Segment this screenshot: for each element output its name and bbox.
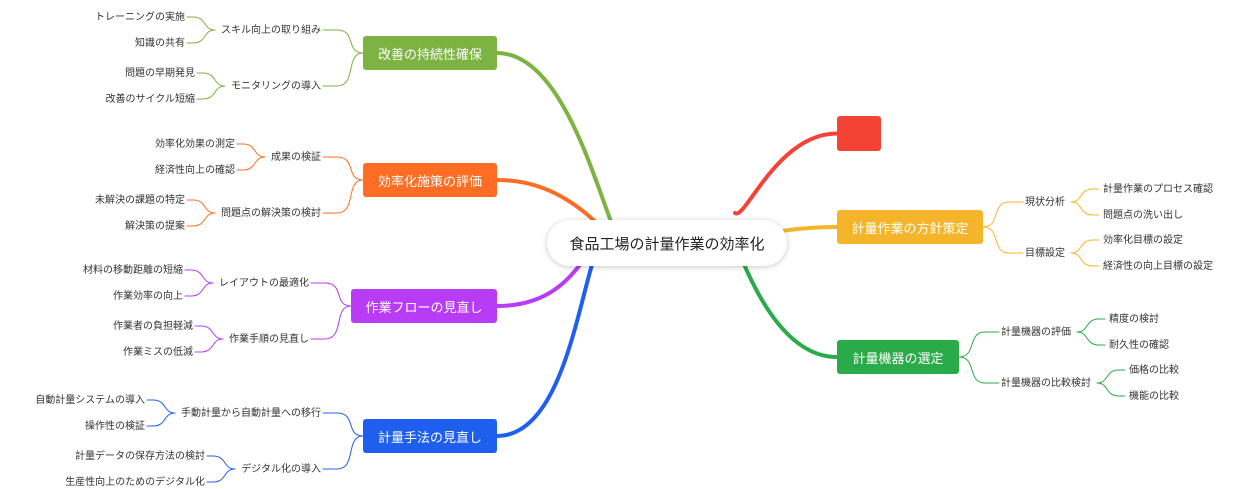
leaf-label[interactable]: 効率化目標の設定 — [1103, 235, 1183, 246]
leaf-label[interactable]: 作業ミスの低減 — [123, 347, 193, 358]
leaf-label[interactable]: 問題点の洗い出し — [1103, 210, 1183, 221]
connector-line — [495, 51, 622, 245]
connector-line — [1096, 382, 1120, 397]
leaf-label[interactable]: 価格の比較 — [1129, 365, 1179, 376]
subtopic-label[interactable]: レイアウトの最適化 — [219, 278, 309, 289]
connector-line — [1096, 369, 1120, 384]
subtopic-label[interactable]: 計量機器の評価 — [1001, 327, 1071, 338]
connector-line — [192, 199, 216, 214]
connector-line — [336, 179, 364, 214]
connector-line — [336, 435, 364, 470]
connector-line — [324, 282, 352, 307]
leaf-label[interactable]: 生産性向上のためのデジタル化 — [65, 477, 205, 488]
connector-line — [982, 226, 1010, 254]
leaf-label[interactable]: 解決策の提案 — [125, 221, 185, 232]
connector-line — [1076, 318, 1100, 333]
connector-line — [190, 269, 214, 284]
connector-line — [242, 143, 266, 158]
leaf-label[interactable]: 問題の早期発見 — [125, 68, 195, 79]
leaf-label[interactable]: 精度の検討 — [1109, 314, 1159, 325]
connector-line — [495, 241, 602, 438]
subtopic-label[interactable]: 目標設定 — [1025, 248, 1065, 259]
connector-line — [192, 212, 216, 227]
connector-line — [958, 356, 986, 384]
connector-line — [152, 399, 176, 414]
connector-line — [324, 305, 352, 340]
leaf-label[interactable]: 計量作業のプロセス確認 — [1103, 184, 1213, 195]
connector-line — [152, 412, 176, 427]
leaf-label[interactable]: 自動計量システムの導入 — [35, 395, 145, 406]
subtopic-label[interactable]: 作業手順の見直し — [229, 334, 309, 345]
subtopic-label[interactable]: スキル向上の取り組み — [221, 25, 321, 36]
connector-line — [958, 331, 986, 358]
connector-line — [202, 72, 226, 87]
connector-line — [212, 468, 236, 483]
subtopic-label[interactable]: 問題点の解決策の検討 — [221, 208, 321, 219]
leaf-label[interactable]: 改善のサイクル短縮 — [105, 94, 196, 105]
leaf-label[interactable]: 効率化効果の測定 — [155, 139, 235, 150]
branch-node[interactable]: 改善の持続性確保 — [363, 36, 497, 70]
connector-line — [200, 338, 224, 353]
connector-line — [202, 85, 226, 100]
leaf-label[interactable]: 知識の共有 — [135, 38, 185, 49]
leaf-label[interactable]: 作業者の負担軽減 — [113, 321, 193, 332]
connector-line — [1070, 252, 1094, 267]
connector-line — [1076, 331, 1100, 346]
connector-line — [242, 156, 266, 171]
leaf-label[interactable]: 経済性の向上目標の設定 — [1103, 261, 1213, 272]
leaf-label[interactable]: 材料の移動距離の短縮 — [83, 265, 183, 276]
branch-node[interactable]: 計量機器の選定 — [837, 340, 959, 374]
connector-line — [336, 29, 364, 54]
leaf-label[interactable]: 作業効率の向上 — [113, 291, 183, 302]
connector-line — [1070, 201, 1094, 216]
connector-line — [733, 131, 839, 216]
branch-node[interactable]: 効率化施策の評価 — [363, 163, 497, 197]
subtopic-label[interactable]: モニタリングの導入 — [231, 81, 321, 92]
empty-branch-node[interactable] — [837, 116, 881, 151]
connector-line — [1070, 239, 1094, 254]
leaf-label[interactable]: 操作性の検証 — [85, 421, 145, 432]
root-label: 食品工場の計量作業の効率化 — [569, 234, 765, 253]
leaf-label[interactable]: 耐久性の確認 — [1109, 340, 1169, 351]
leaf-label[interactable]: 機能の比較 — [1129, 391, 1179, 402]
connector-line — [190, 282, 214, 297]
subtopic-label[interactable]: 現状分析 — [1025, 197, 1065, 208]
subtopic-label[interactable]: デジタル化の導入 — [241, 464, 321, 475]
connector-line — [336, 156, 364, 181]
connector-line — [200, 325, 224, 340]
root-node[interactable]: 食品工場の計量作業の効率化 — [547, 220, 787, 266]
connector-line — [1070, 188, 1094, 203]
leaf-label[interactable]: 経済性向上の確認 — [155, 165, 235, 176]
leaf-label[interactable]: 未解決の課題の特定 — [95, 195, 185, 206]
connector-line — [212, 455, 236, 470]
subtopic-label[interactable]: 手動計量から自動計量への移行 — [181, 408, 321, 419]
branch-node[interactable]: 作業フローの見直し — [351, 289, 497, 323]
connector-line — [192, 29, 216, 44]
leaf-label[interactable]: トレーニングの実施 — [95, 12, 185, 23]
subtopic-label[interactable]: 成果の検証 — [271, 152, 321, 163]
connector-line — [336, 412, 364, 437]
connector-line — [192, 16, 216, 31]
connector-line — [982, 201, 1010, 228]
connector-line — [336, 52, 364, 87]
subtopic-label[interactable]: 計量機器の比較検討 — [1001, 378, 1091, 389]
branch-node[interactable]: 計量作業の方針策定 — [837, 210, 983, 244]
branch-node[interactable]: 計量手法の見直し — [363, 419, 497, 453]
leaf-label[interactable]: 計量データの保存方法の検討 — [75, 451, 205, 462]
